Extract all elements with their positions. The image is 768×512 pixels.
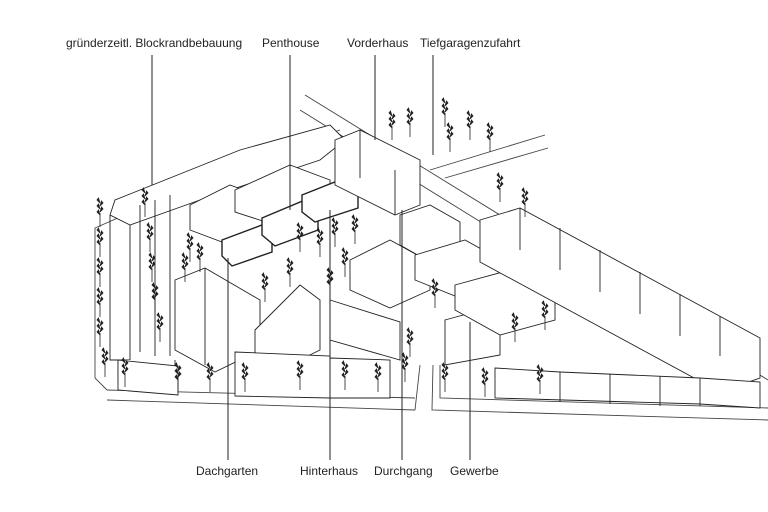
tree-icon bbox=[156, 312, 164, 342]
tree-icon bbox=[206, 362, 214, 392]
tree-icon bbox=[241, 362, 249, 392]
tree-icon bbox=[374, 362, 382, 392]
tree-icon bbox=[406, 327, 414, 357]
tree-icon bbox=[96, 287, 104, 317]
tree-icon bbox=[196, 242, 204, 272]
tree-icon bbox=[441, 362, 449, 392]
label-durchgang: Durchgang bbox=[374, 464, 433, 478]
tree-icon bbox=[186, 232, 194, 262]
tree-icon bbox=[286, 257, 294, 287]
tree-icon bbox=[521, 187, 529, 217]
tree-icon bbox=[296, 360, 304, 390]
tree-icon bbox=[341, 247, 349, 277]
tree-icon bbox=[96, 197, 104, 227]
tree-icon bbox=[146, 222, 154, 252]
tree-icon bbox=[486, 122, 494, 152]
tree-icon bbox=[151, 282, 159, 312]
tree-icon bbox=[101, 347, 109, 377]
trees bbox=[96, 97, 549, 397]
tree-icon bbox=[441, 97, 449, 127]
tree-icon bbox=[341, 360, 349, 390]
tree-icon bbox=[148, 252, 156, 282]
label-gewerbe: Gewerbe bbox=[450, 464, 499, 478]
tree-icon bbox=[481, 367, 489, 397]
tree-icon bbox=[401, 352, 409, 382]
tree-icon bbox=[466, 110, 474, 140]
tree-icon bbox=[446, 122, 454, 152]
tree-icon bbox=[511, 312, 519, 342]
tree-icon bbox=[96, 317, 104, 347]
buildings bbox=[109, 124, 761, 409]
tree-icon bbox=[181, 252, 189, 282]
tree-icon bbox=[261, 272, 269, 302]
tree-icon bbox=[141, 187, 149, 217]
tree-icon bbox=[331, 217, 339, 247]
tree-icon bbox=[296, 222, 304, 252]
tree-icon bbox=[96, 257, 104, 287]
tree-icon bbox=[316, 227, 324, 257]
tree-icon bbox=[351, 214, 359, 244]
label-vorderhaus: Vorderhaus bbox=[347, 36, 409, 50]
tree-icon bbox=[174, 362, 182, 392]
tree-icon bbox=[388, 110, 396, 140]
tree-icon bbox=[121, 357, 129, 387]
tree-icon bbox=[406, 107, 414, 137]
tree-icon bbox=[541, 300, 549, 330]
label-dachgarten: Dachgarten bbox=[196, 464, 259, 478]
tree-icon bbox=[431, 278, 439, 308]
leader-lines bbox=[151, 55, 471, 460]
tree-icon bbox=[536, 364, 544, 394]
tree-icon bbox=[496, 172, 504, 202]
label-blockrandbebauung: gründerzeitl. Blockrandbebauung bbox=[66, 36, 243, 50]
label-tiefgaragenzufahrt: Tiefgaragenzufahrt bbox=[420, 36, 521, 50]
label-hinterhaus: Hinterhaus bbox=[300, 464, 359, 478]
tree-icon bbox=[96, 227, 104, 257]
label-penthouse: Penthouse bbox=[262, 36, 320, 50]
